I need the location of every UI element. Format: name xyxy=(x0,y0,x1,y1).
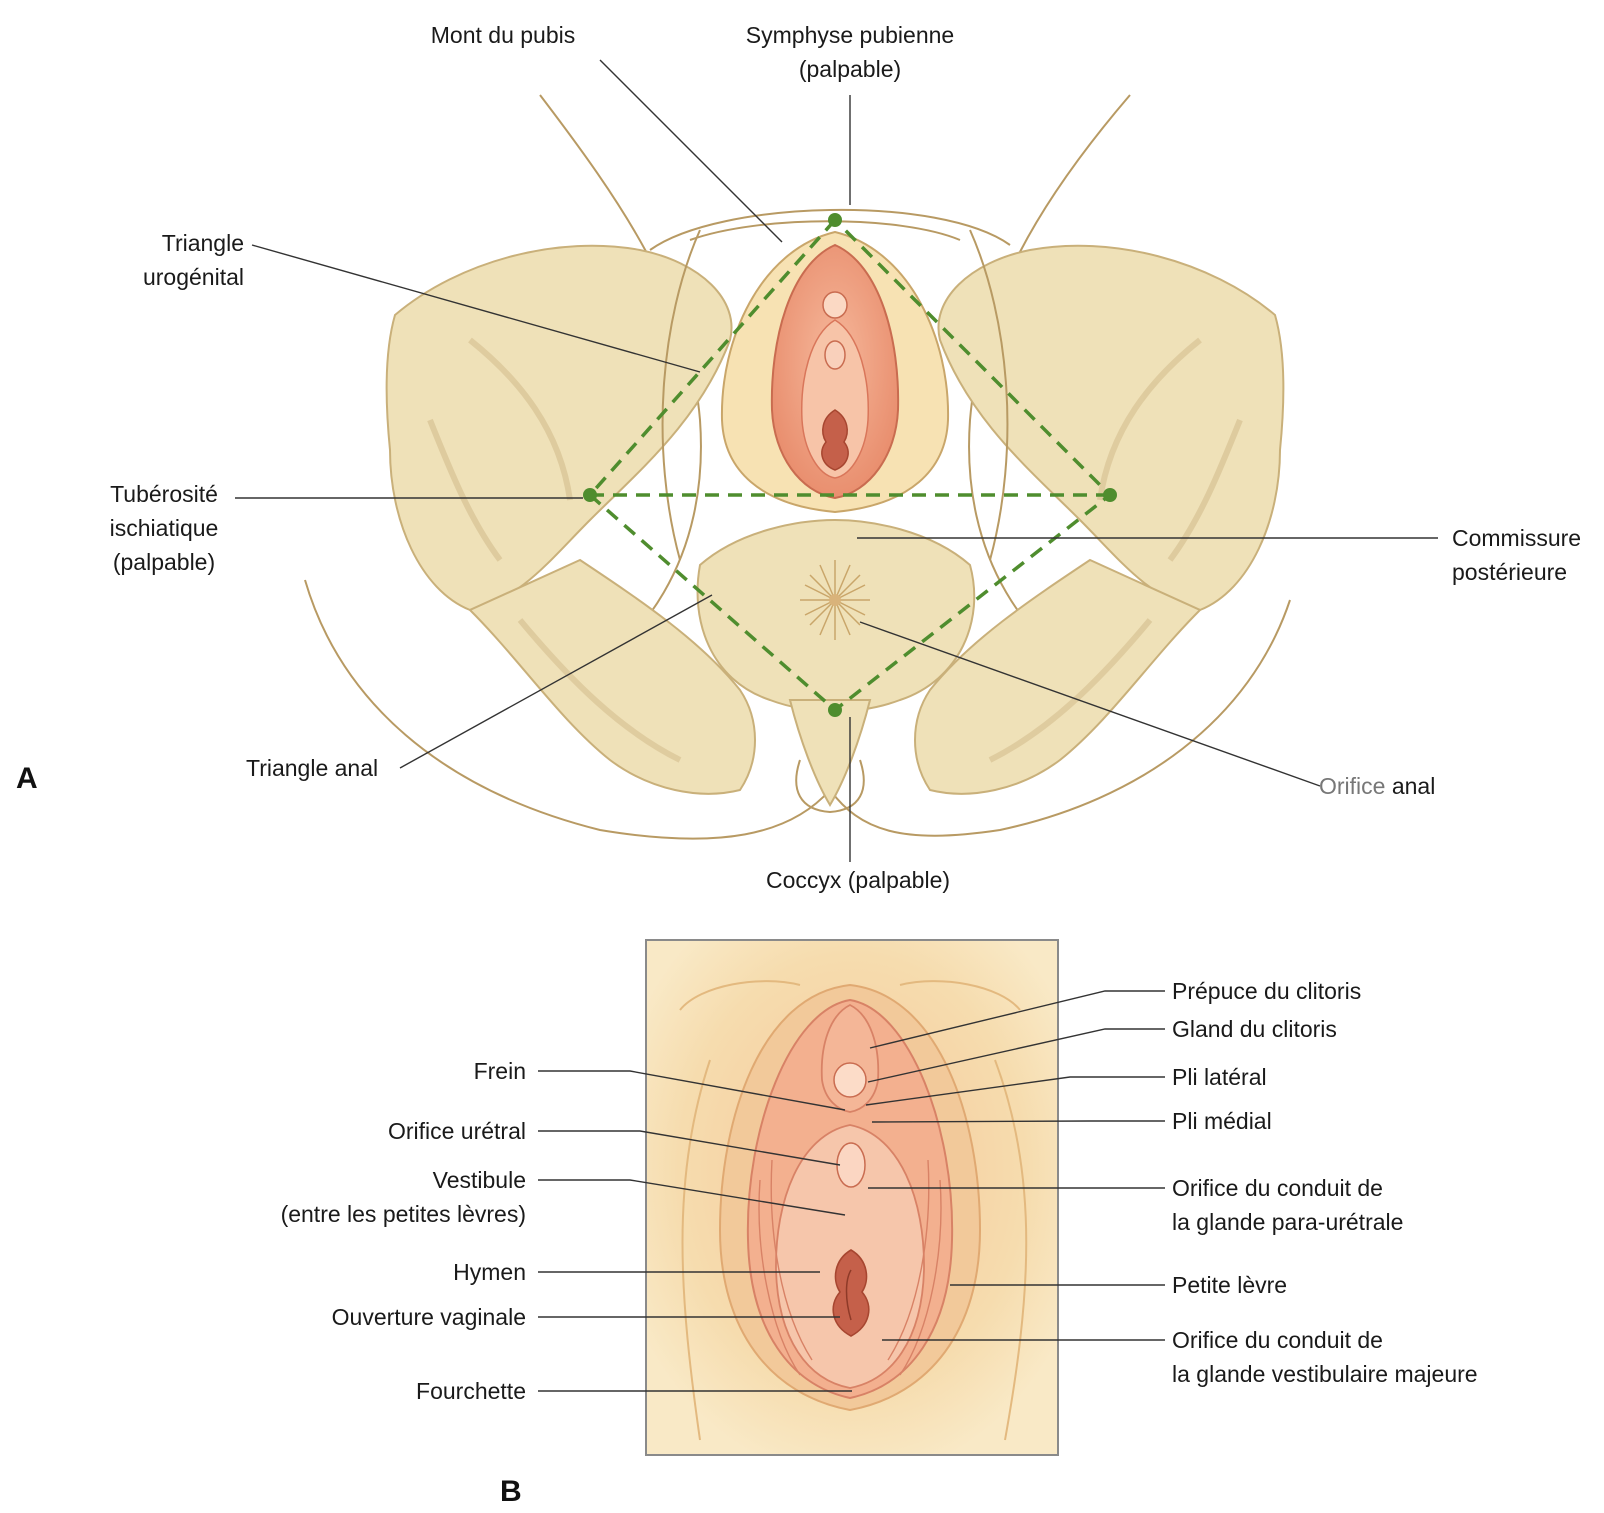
label-triangle-urogenital: Triangle urogénital xyxy=(143,226,244,294)
panel-label-a: A xyxy=(16,762,38,796)
label-ouverture-vaginale: Ouverture vaginale xyxy=(332,1300,526,1334)
label-glande-para-uretrale: Orifice du conduit de la glande para-uré… xyxy=(1172,1171,1403,1239)
label-fourchette: Fourchette xyxy=(416,1374,526,1408)
label-mont-du-pubis: Mont du pubis xyxy=(431,18,575,52)
label-coccyx: Coccyx (palpable) xyxy=(766,863,950,897)
label-pli-lateral: Pli latéral xyxy=(1172,1060,1267,1094)
label-frein: Frein xyxy=(474,1054,526,1088)
label-glande-vestibulaire-majeure: Orifice du conduit de la glande vestibul… xyxy=(1172,1323,1478,1391)
label-orifice-anal: Orifice anal xyxy=(1319,769,1435,803)
label-petite-levre: Petite lèvre xyxy=(1172,1268,1287,1302)
label-prepuce-du-clitoris: Prépuce du clitoris xyxy=(1172,974,1361,1008)
label-commissure-posterieure: Commissure postérieure xyxy=(1452,521,1581,589)
glans-a xyxy=(823,292,847,318)
label-tuberosite-ischiatique: Tubérosité ischiatique (palpable) xyxy=(110,477,219,579)
label-gland-du-clitoris: Gland du clitoris xyxy=(1172,1012,1337,1046)
label-hymen: Hymen xyxy=(453,1255,526,1289)
label-triangle-anal: Triangle anal xyxy=(246,751,378,785)
vaginal-opening-a xyxy=(822,410,848,470)
label-symphyse-pubienne: Symphyse pubienne (palpable) xyxy=(746,18,954,86)
label-pli-medial: Pli médial xyxy=(1172,1104,1272,1138)
urethral-orifice-a xyxy=(825,341,845,369)
perineum-illustration xyxy=(305,95,1290,839)
label-orifice-uretral: Orifice urétral xyxy=(388,1114,526,1148)
panel-label-b: B xyxy=(500,1475,522,1509)
label-vestibule: Vestibule (entre les petites lèvres) xyxy=(281,1163,526,1231)
